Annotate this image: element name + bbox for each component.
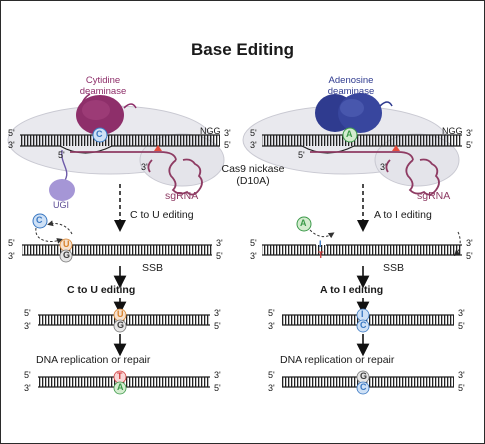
- left-stage1-dna: [22, 244, 212, 256]
- right-s3-top-base: G: [360, 371, 368, 381]
- right-pam: NGG: [442, 126, 463, 136]
- right-s1-3prime: 3': [250, 251, 257, 261]
- right-s1-bot-base: T: [318, 250, 324, 260]
- right-adenosine-deaminase: [315, 93, 393, 133]
- left-sgrna-label: sgRNA: [165, 190, 199, 202]
- right-s1-5prime: 5': [250, 238, 257, 248]
- left-step2-label: C to U editing: [67, 284, 136, 296]
- right-step2-label: A to I editing: [320, 284, 384, 296]
- right-s1-5prime-r: 5': [466, 251, 473, 261]
- right-enzyme-line1: Adenosine: [328, 75, 374, 86]
- right-top-5prime: 5': [250, 128, 257, 138]
- right-step1-label: A to I editing: [374, 209, 432, 221]
- right-sgrna-3prime: 3': [380, 162, 387, 172]
- left-s2-top-base: U: [117, 309, 124, 319]
- left-sgrna-3prime: 3': [141, 162, 148, 172]
- left-dna-displaced-strand: [59, 145, 113, 154]
- right-dna-top: [262, 134, 462, 147]
- page-title: Base Editing: [191, 40, 294, 59]
- left-step3-label: DNA replication or repair: [36, 354, 151, 366]
- right-top-3prime-r: 3': [466, 128, 473, 138]
- right-s3-3prime: 3': [268, 383, 275, 393]
- left-s1-top-base: U: [63, 239, 70, 249]
- left-s1-5prime: 5': [8, 238, 15, 248]
- right-sgrna-label: sgRNA: [417, 190, 451, 202]
- left-s3-3prime: 3': [24, 383, 31, 393]
- left-s2-5prime-r: 5': [214, 321, 221, 331]
- right-free-base: A: [300, 218, 307, 228]
- left-enzyme-label: Cytidine deaminase: [68, 75, 138, 97]
- right-target-base: A: [346, 129, 353, 139]
- right-s1-top-base: I: [319, 239, 322, 249]
- left-curved-arrow: [35, 227, 63, 244]
- right-step3-label: DNA replication or repair: [280, 354, 395, 366]
- left-s2-bot-base: G: [117, 320, 125, 330]
- right-s2-bot-base: C: [360, 320, 367, 330]
- right-stage1-dna: [262, 244, 462, 256]
- left-s3-top-base: T: [117, 371, 123, 381]
- left-top-3prime: 3': [8, 140, 15, 150]
- left-step1-label: C to U editing: [130, 209, 194, 221]
- right-enzyme-label: Adenosine deaminase: [316, 75, 386, 97]
- left-target-base: C: [96, 129, 103, 139]
- right-s3-5prime: 5': [268, 370, 275, 380]
- right-enzyme-line2: deaminase: [327, 86, 375, 97]
- right-s2-5prime: 5': [268, 308, 275, 318]
- right-s2-top-base: I: [361, 309, 364, 319]
- left-s1-5prime-r: 5': [216, 251, 223, 261]
- left-sgrna: [70, 145, 203, 196]
- right-s3-3prime-r: 3': [458, 370, 465, 380]
- left-target-base-circle: [92, 127, 108, 143]
- left-ugi: [49, 149, 75, 201]
- left-s3-3prime-r: 3': [214, 370, 221, 380]
- left-top-3prime-r: 3': [224, 128, 231, 138]
- left-free-base-circle: [32, 213, 48, 229]
- right-s2-3prime-r: 3': [458, 308, 465, 318]
- nickase-line2: (D10A): [236, 175, 270, 187]
- right-free-base-circle: [296, 216, 312, 232]
- left-sgrna-5prime: 5': [58, 150, 65, 160]
- left-s1-3prime: 3': [8, 251, 15, 261]
- left-s3-bot-base: A: [117, 382, 124, 392]
- left-s1-bot-base: G: [63, 250, 71, 260]
- right-target-base-circle: [342, 127, 358, 143]
- left-s3-5prime-r: 5': [214, 383, 221, 393]
- right-top-5prime-r: 5': [466, 140, 473, 150]
- right-sgrna-5prime: 5': [298, 150, 305, 160]
- left-s2-3prime-r: 3': [214, 308, 221, 318]
- left-s2-3prime: 3': [24, 321, 31, 331]
- ugi-label: UGI: [53, 200, 70, 210]
- left-free-base: C: [36, 215, 43, 225]
- right-s2-5prime-r: 5': [458, 321, 465, 331]
- left-pam: NGG: [200, 126, 221, 136]
- right-s2-3prime: 3': [268, 321, 275, 331]
- right-dna-displaced-strand: [301, 145, 355, 154]
- nickase-label: Cas9 nickase (D10A): [212, 163, 294, 187]
- left-top-5prime: 5': [8, 128, 15, 138]
- right-curved-arrow: [309, 229, 335, 239]
- left-s3-5prime: 5': [24, 370, 31, 380]
- left-ssb-label: SSB: [142, 262, 164, 274]
- right-ssb-label: SSB: [383, 262, 405, 274]
- right-s3-5prime-r: 5': [458, 383, 465, 393]
- right-s3-bot-base: C: [360, 382, 367, 392]
- left-s1-3prime-r: 3': [216, 238, 223, 248]
- left-enzyme-line1: Cytidine: [85, 75, 121, 86]
- left-top-5prime-r: 5': [224, 140, 231, 150]
- left-cytidine-deaminase: [76, 93, 137, 135]
- right-s1-3prime-r: 3': [466, 238, 473, 248]
- left-enzyme-line2: deaminase: [79, 86, 127, 97]
- left-s2-5prime: 5': [24, 308, 31, 318]
- right-sgrna: [310, 145, 440, 196]
- nickase-line1: Cas9 nickase: [221, 163, 285, 175]
- left-dna-top: [20, 134, 220, 147]
- right-top-3prime: 3': [250, 140, 257, 150]
